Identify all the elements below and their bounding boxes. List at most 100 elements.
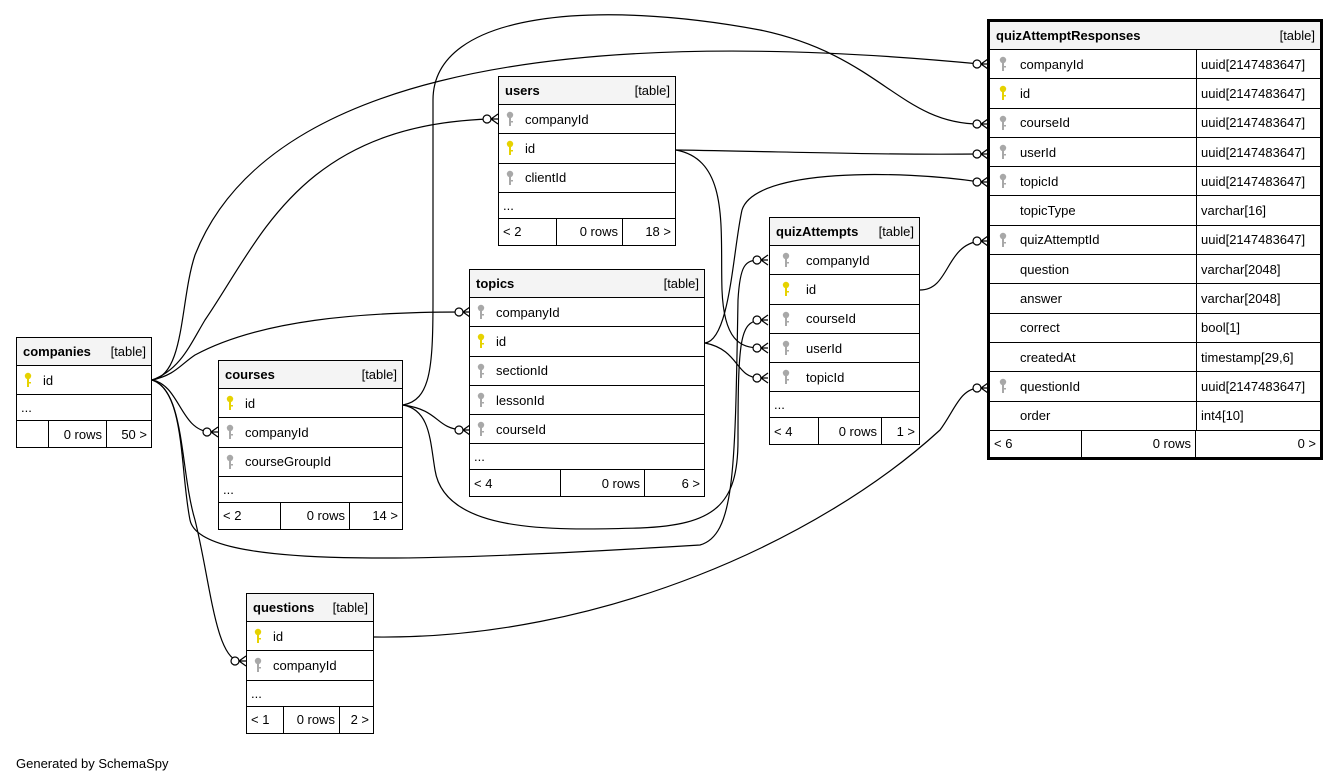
- column-row[interactable]: id: [499, 134, 675, 164]
- column-name: id: [43, 372, 54, 388]
- column-row[interactable]: courseId: [470, 415, 704, 445]
- column-row[interactable]: companyId: [247, 651, 373, 681]
- rows-count: 0 rows: [281, 502, 350, 529]
- children-count[interactable]: 18 >: [645, 224, 671, 240]
- foreign-key-icon: [990, 378, 1016, 394]
- primary-key-icon: [990, 85, 1016, 101]
- column-type: uuid[2147483647]: [1196, 225, 1320, 255]
- column-name: companyId: [1020, 56, 1084, 72]
- column-name: topicId: [1020, 173, 1059, 189]
- relation-end-circle: [972, 383, 982, 393]
- table-quizattempts[interactable]: quizAttempts[table] companyId id courseI…: [769, 217, 920, 446]
- relation-end-circle: [972, 119, 982, 129]
- table-courses[interactable]: courses [table] id companyId courseGroupI…: [218, 360, 403, 530]
- column-name: createdAt: [1020, 349, 1076, 365]
- relation-companies-courses: [151, 379, 211, 433]
- children-count[interactable]: 50 >: [121, 426, 147, 442]
- crowfoot-marker: [462, 424, 471, 436]
- crowfoot-marker: [490, 113, 499, 125]
- column-row[interactable]: sectionId: [470, 357, 704, 386]
- relation-companies-quizattempts: [151, 259, 761, 559]
- foreign-key-icon: [470, 363, 492, 379]
- crowfoot-marker: [760, 314, 769, 326]
- parents-count[interactable]: < 4: [770, 418, 819, 445]
- children-count[interactable]: 14 >: [372, 508, 398, 524]
- rows-count: 0 rows: [49, 421, 107, 448]
- column-row[interactable]: id: [17, 366, 151, 396]
- more-columns: ...: [247, 681, 373, 707]
- more-columns: ...: [17, 395, 151, 422]
- primary-key-icon: [219, 395, 241, 411]
- column-row[interactable]: clientId: [499, 164, 675, 193]
- column-name: id: [525, 140, 536, 156]
- crowfoot-marker: [760, 372, 769, 384]
- crowfoot-marker: [980, 118, 989, 130]
- foreign-key-icon: [470, 421, 492, 437]
- crowfoot-marker: [462, 306, 471, 318]
- children-count[interactable]: 6 >: [681, 475, 700, 491]
- column-name: id: [273, 628, 284, 644]
- column-row[interactable]: id: [219, 389, 402, 419]
- column-name: id: [806, 281, 817, 297]
- table-type: [table]: [110, 344, 146, 359]
- column-row[interactable]: companyId: [219, 418, 402, 448]
- relation-end-circle: [202, 427, 212, 437]
- foreign-key-icon: [770, 252, 802, 268]
- column-row[interactable]: companyId: [770, 246, 919, 276]
- children-count[interactable]: 1 >: [896, 423, 915, 439]
- table-name: users: [505, 83, 540, 98]
- table-type: [table]: [634, 83, 670, 98]
- children-count[interactable]: 0 >: [1297, 436, 1316, 452]
- relation-end-circle: [972, 236, 982, 246]
- rows-count: 0 rows: [1082, 430, 1196, 457]
- column-row[interactable]: userId: [770, 334, 919, 364]
- table-topics[interactable]: topics[table] companyId id sectionId les…: [469, 269, 705, 498]
- column-name: id: [245, 395, 256, 411]
- parents-count[interactable]: < 1: [247, 706, 284, 733]
- column-name: id: [1020, 85, 1031, 101]
- primary-key-icon: [470, 333, 492, 349]
- parents-count[interactable]: < 2: [499, 218, 557, 245]
- parents-count[interactable]: < 6: [990, 430, 1082, 457]
- table-type: [table]: [878, 224, 914, 239]
- column-row[interactable]: companyId: [470, 298, 704, 328]
- column-row[interactable]: courseId: [770, 305, 919, 334]
- table-type: [table]: [361, 367, 397, 382]
- children-count[interactable]: 2 >: [350, 712, 369, 728]
- column-row[interactable]: courseGroupId: [219, 448, 402, 477]
- table-users[interactable]: users[table] companyId id clientId ... <…: [498, 76, 676, 246]
- column-type: varchar[2048]: [1196, 284, 1320, 313]
- column-row[interactable]: topicId: [770, 363, 919, 393]
- relation-courses-quizattempts: [402, 319, 761, 530]
- column-name: companyId: [273, 657, 337, 673]
- column-row[interactable]: lessonId: [470, 386, 704, 416]
- crowfoot-marker: [980, 58, 989, 70]
- parents-count[interactable]: < 2: [219, 502, 281, 529]
- column-row[interactable]: id: [770, 275, 919, 305]
- column-row[interactable]: companyId: [499, 105, 675, 135]
- parents-count[interactable]: < 4: [470, 470, 561, 497]
- more-columns: ...: [219, 477, 402, 503]
- table-name: courses: [225, 367, 275, 382]
- table-name: quizAttemptResponses: [996, 28, 1141, 43]
- parents-count[interactable]: [17, 421, 49, 448]
- column-row[interactable]: id: [470, 327, 704, 357]
- column-row[interactable]: id: [247, 622, 373, 652]
